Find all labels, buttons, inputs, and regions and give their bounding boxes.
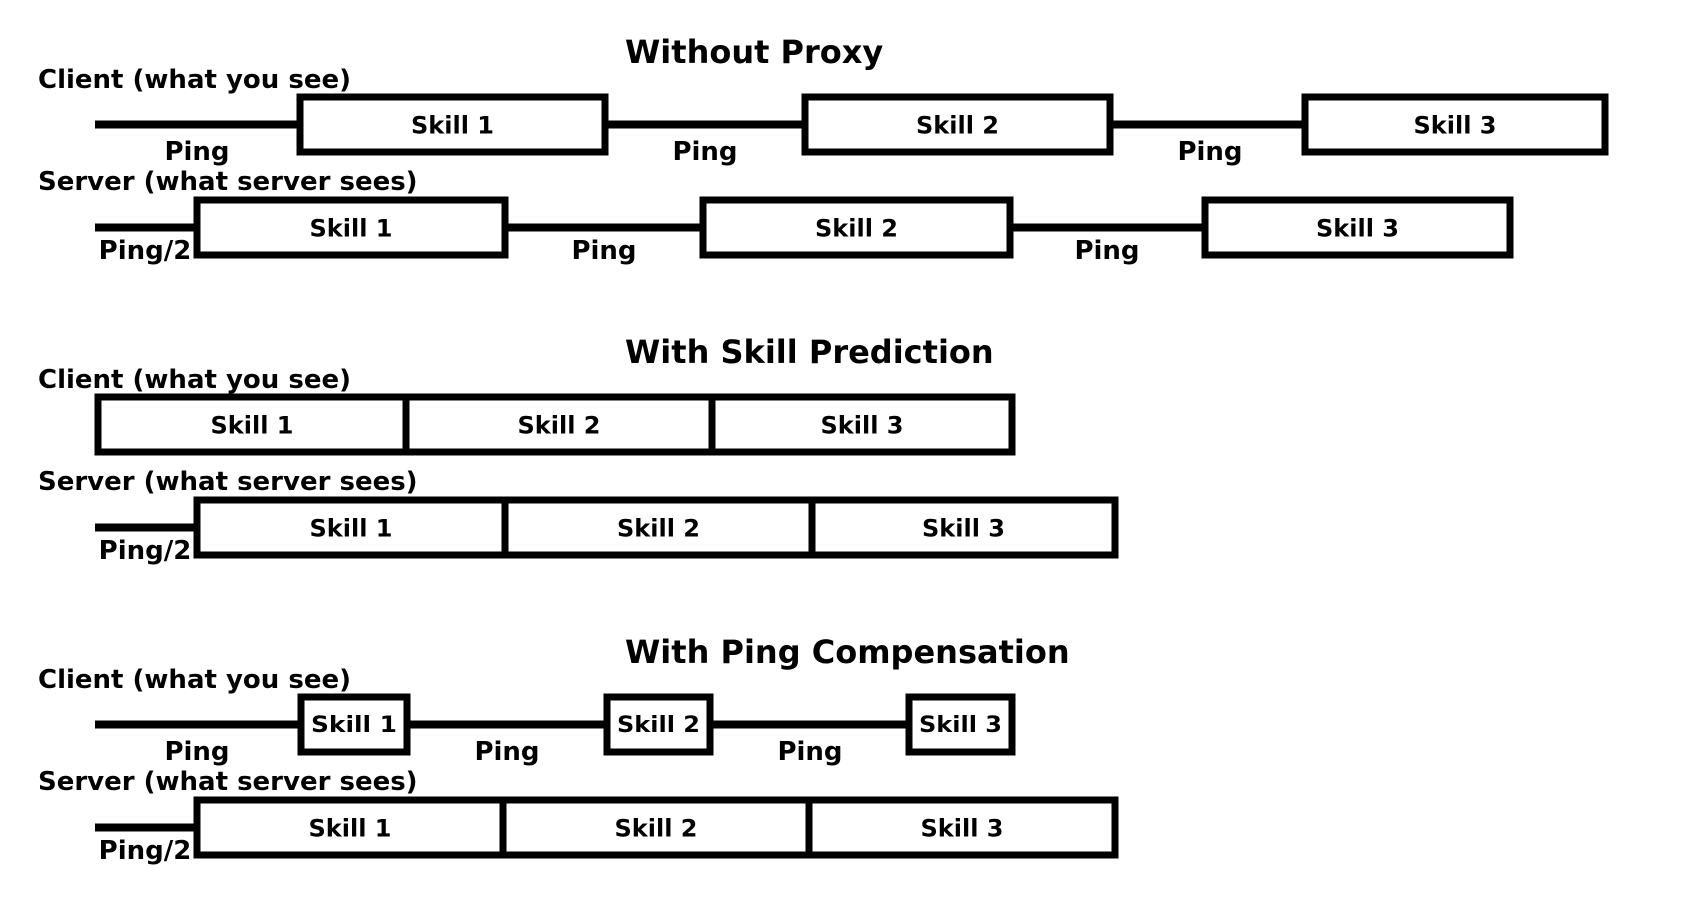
skill-box-rect: [1301, 93, 1609, 156]
with-skill-prediction-server-row: Server (what server sees) Skill 1 Skill 2 S…: [38, 467, 1119, 566]
client-row-label: Client (what you see): [38, 365, 351, 395]
ping-label: Ping/2: [99, 236, 192, 266]
ping-label: Ping: [164, 137, 229, 167]
skill-box: Skill 1: [193, 496, 509, 559]
skill-box-label: Skill 1: [310, 515, 393, 543]
client-row-label: Client (what you see): [38, 665, 351, 695]
skill-box-rect: [699, 196, 1014, 259]
skill-box-label: Skill 3: [922, 515, 1005, 543]
skill-box-rect: [708, 393, 1016, 456]
skill-box-label: Skill 2: [916, 112, 999, 140]
skill-box-rect: [1201, 196, 1514, 259]
section-title: Without Proxy: [625, 33, 883, 71]
skill-box-label: Skill 3: [1316, 215, 1399, 243]
skill-box-label: Skill 3: [1414, 112, 1497, 140]
section-title: With Skill Prediction: [625, 333, 994, 371]
skill-box: Skill 1: [297, 693, 411, 756]
skill-box-label: Skill 2: [518, 412, 601, 440]
skill-box-label: Skill 3: [821, 412, 904, 440]
skill-box: Skill 3: [805, 796, 1119, 859]
ping-label: Ping: [164, 737, 229, 767]
skill-box-label: Skill 2: [617, 515, 700, 543]
skill-box: Skill 1: [193, 196, 509, 259]
skill-box-rect: [402, 393, 716, 456]
skill-box-label: Skill 2: [615, 815, 698, 843]
ping-label: Ping: [1074, 236, 1139, 266]
skill-box: Skill 2: [699, 196, 1014, 259]
skill-box-rect: [603, 693, 714, 756]
skill-box-rect: [501, 496, 816, 559]
skill-box: Skill 2: [402, 393, 716, 456]
ping-label: Ping: [571, 236, 636, 266]
skill-box: Skill 3: [808, 496, 1119, 559]
with-ping-compensation-server-row: Server (what server sees) Skill 1 Skill 2 S…: [38, 767, 1119, 866]
skill-box: Skill 2: [603, 693, 714, 756]
skill-box-rect: [193, 796, 507, 859]
ping-label: Ping: [1177, 137, 1242, 167]
skill-box-rect: [193, 496, 509, 559]
skill-box: Skill 3: [708, 393, 1016, 456]
server-row-label: Server (what server sees): [38, 167, 418, 197]
skill-box-rect: [801, 93, 1114, 156]
skill-box-label: Skill 1: [311, 713, 397, 738]
skill-box-label: Skill 1: [309, 815, 392, 843]
skill-box-rect: [805, 796, 1119, 859]
ping-label: Ping/2: [99, 536, 192, 566]
skill-box-rect: [905, 693, 1016, 756]
section-title: With Ping Compensation: [625, 633, 1070, 671]
skill-box: Skill 3: [1201, 196, 1514, 259]
skill-box: Skill 3: [1301, 93, 1609, 156]
skill-box-label: Skill 1: [310, 215, 393, 243]
without-proxy-client-row: Client (what you see) Skill 1 Skill 2 Skill…: [38, 65, 1609, 167]
skill-box-rect: [296, 93, 609, 156]
skill-box-rect: [808, 496, 1119, 559]
skill-box-rect: [297, 693, 411, 756]
skill-box: Skill 1: [94, 393, 410, 456]
skill-box-label: Skill 2: [617, 713, 700, 738]
with-skill-prediction-client-row: Client (what you see) Skill 1 Skill 2 Skill…: [38, 365, 1016, 456]
skill-box-label: Skill 1: [211, 412, 294, 440]
client-row-label: Client (what you see): [38, 65, 351, 95]
skill-box: Skill 2: [801, 93, 1114, 156]
skill-box: Skill 3: [905, 693, 1016, 756]
skill-box: Skill 2: [499, 796, 813, 859]
skill-box-label: Skill 3: [921, 815, 1004, 843]
ping-label: Ping: [672, 137, 737, 167]
skill-box-label: Skill 3: [919, 713, 1002, 738]
skill-box-rect: [193, 196, 509, 259]
skill-box-label: Skill 2: [815, 215, 898, 243]
skill-box: Skill 2: [501, 496, 816, 559]
without-proxy-server-row: Server (what server sees) Skill 1 Skill 2 S…: [38, 167, 1514, 266]
skill-box: Skill 1: [193, 796, 507, 859]
ping-label: Ping/2: [99, 836, 192, 866]
skill-box: Skill 1: [296, 93, 609, 156]
with-ping-compensation-client-row: Client (what you see) Skill 1 Skill 2 Skill…: [38, 665, 1016, 767]
skill-box-rect: [94, 393, 410, 456]
server-row-label: Server (what server sees): [38, 467, 418, 497]
skill-box-label: Skill 1: [411, 112, 494, 140]
ping-label: Ping: [474, 737, 539, 767]
ping-label: Ping: [777, 737, 842, 767]
server-row-label: Server (what server sees): [38, 767, 418, 797]
